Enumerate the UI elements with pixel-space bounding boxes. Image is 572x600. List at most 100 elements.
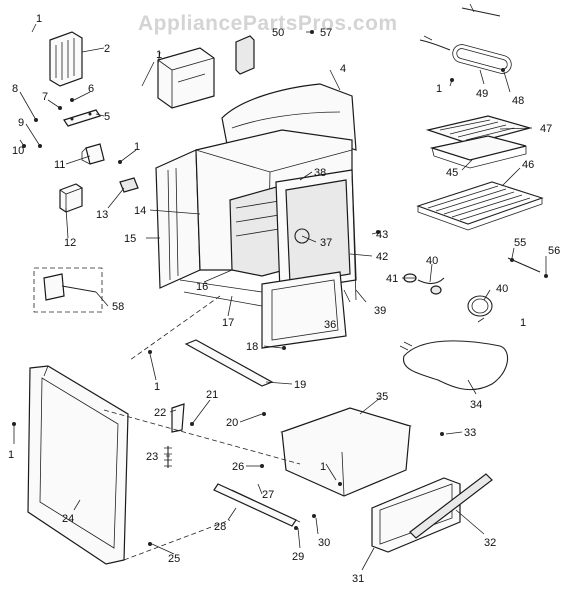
- part-bracket-13: [119, 177, 139, 193]
- label-6: 6: [88, 83, 94, 95]
- part-22-23: [164, 403, 185, 468]
- part-bracket-2: [49, 31, 83, 87]
- label-1g: 1: [8, 449, 14, 461]
- label-33: 33: [464, 427, 476, 439]
- label-32: 32: [484, 537, 496, 549]
- label-22: 22: [154, 407, 166, 419]
- label-50: 50: [272, 27, 284, 39]
- label-28: 28: [214, 521, 226, 533]
- screw-48: [501, 68, 505, 72]
- part-element-49: [419, 3, 512, 74]
- label-58: 58: [112, 301, 124, 313]
- label-23: 23: [146, 451, 158, 463]
- label-41: 41: [386, 273, 398, 285]
- label-40b: 40: [496, 283, 508, 295]
- screw-29: [294, 526, 298, 530]
- label-2: 2: [104, 43, 110, 55]
- label-25: 25: [168, 553, 180, 565]
- label-14: 14: [134, 205, 146, 217]
- label-35: 35: [376, 391, 388, 403]
- label-1c: 1: [436, 83, 442, 95]
- part-igniter-40: [417, 277, 445, 295]
- range-body: [155, 83, 357, 349]
- part-rail-32: [409, 473, 493, 539]
- guide-line: [103, 409, 301, 465]
- watermark: AppliancePartsPros.com: [138, 12, 398, 35]
- part-hinge-19: [184, 339, 274, 387]
- label-10: 10: [12, 145, 24, 157]
- label-38: 38: [314, 167, 326, 179]
- label-46: 46: [522, 159, 534, 171]
- screw-18: [282, 346, 286, 350]
- label-11: 11: [54, 159, 65, 171]
- label-34: 34: [470, 399, 482, 411]
- label-48: 48: [512, 95, 524, 107]
- label-12: 12: [64, 237, 76, 249]
- part-bracket-12: [59, 183, 83, 213]
- part-door-24: [27, 365, 129, 565]
- part-58-group: [33, 267, 103, 313]
- label-36: 36: [324, 319, 336, 331]
- label-8: 8: [12, 83, 18, 95]
- label-24: 24: [62, 513, 74, 525]
- label-1f: 1: [154, 381, 160, 393]
- label-56: 56: [548, 245, 560, 257]
- guide-line: [129, 295, 221, 361]
- part-drawer-front-31: [371, 477, 461, 553]
- part-labels: 1 2 1 50 57 4 1 49 48 47 45 46 8 7 6 5 9…: [8, 13, 560, 585]
- label-57: 57: [320, 27, 332, 39]
- screw-25: [148, 542, 152, 546]
- label-42: 42: [376, 251, 388, 263]
- label-18: 18: [246, 341, 258, 353]
- part-bracket-11: [81, 143, 105, 165]
- part-drawer-35: [280, 407, 412, 497]
- label-17: 17: [222, 317, 234, 329]
- label-55: 55: [514, 237, 526, 249]
- part-50: [235, 35, 255, 75]
- part-panel-3: [157, 47, 215, 109]
- label-29: 29: [292, 551, 304, 563]
- label-16: 16: [196, 281, 208, 293]
- label-20: 20: [226, 417, 238, 429]
- label-1h: 1: [320, 461, 326, 473]
- label-43: 43: [376, 229, 388, 241]
- label-1b: 1: [156, 49, 162, 61]
- label-1e: 1: [520, 317, 526, 329]
- screw-1-drawer: [338, 482, 342, 486]
- part-55-56: [507, 257, 548, 278]
- label-26: 26: [232, 461, 244, 473]
- screw-1-lower: [148, 350, 152, 354]
- label-1a: 1: [36, 13, 42, 25]
- label-27: 27: [262, 489, 274, 501]
- label-40a: 40: [426, 255, 438, 267]
- part-bake-element-34: [399, 340, 509, 391]
- label-7: 7: [42, 91, 48, 103]
- leader-lines: [13, 23, 547, 571]
- label-37: 37: [320, 237, 332, 249]
- part-oven-rack-46: [416, 181, 544, 231]
- label-39: 39: [374, 305, 386, 317]
- label-19: 19: [294, 379, 306, 391]
- label-47: 47: [540, 123, 552, 135]
- label-4: 4: [340, 63, 346, 75]
- screw-6: [70, 98, 74, 102]
- label-5: 5: [104, 111, 110, 123]
- screw-20: [262, 412, 266, 416]
- label-45: 45: [446, 167, 458, 179]
- part-rails-27-28: [213, 483, 301, 527]
- screw-33: [440, 432, 444, 436]
- label-9: 9: [18, 117, 24, 129]
- label-49: 49: [476, 88, 488, 100]
- screw-30: [312, 514, 316, 518]
- screw-1-left: [12, 422, 16, 426]
- label-31: 31: [352, 573, 364, 585]
- guide-line: [123, 519, 231, 561]
- label-15: 15: [124, 233, 136, 245]
- label-13: 13: [96, 209, 108, 221]
- part-ring-40b: [467, 295, 493, 317]
- part-clip-5: [63, 109, 101, 127]
- label-1d: 1: [134, 141, 140, 153]
- part-broil-pan-47: [425, 115, 533, 169]
